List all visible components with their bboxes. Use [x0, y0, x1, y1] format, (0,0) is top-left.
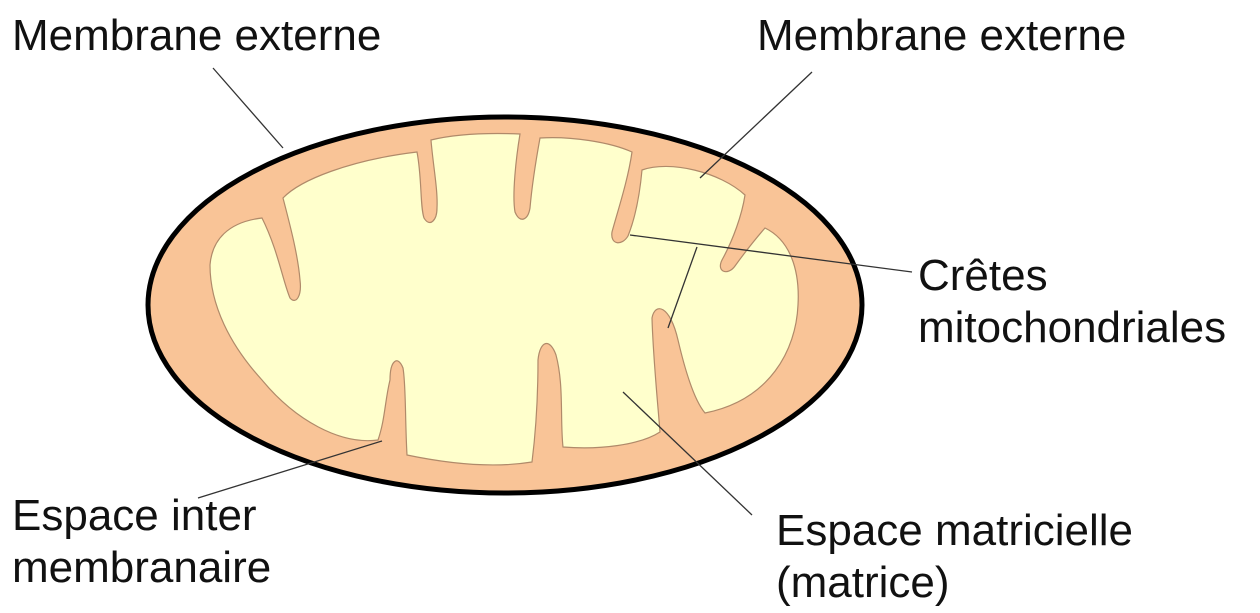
- leader-outer-left: [213, 68, 283, 148]
- leader-outer-right: [700, 72, 812, 178]
- label-intermembrane-space: Espace inter membranaire: [12, 490, 271, 594]
- label-outer-membrane-right: Membrane externe: [757, 10, 1126, 62]
- label-matrix-line2: (matrice): [776, 557, 1133, 609]
- label-cristae: Crêtes mitochondriales: [918, 250, 1226, 354]
- label-outer-membrane-left: Membrane externe: [12, 10, 381, 62]
- label-intermembrane-line2: membranaire: [12, 542, 271, 594]
- label-outer-membrane-left-text: Membrane externe: [12, 11, 381, 60]
- label-cristae-line2: mitochondriales: [918, 302, 1226, 354]
- label-cristae-line1: Crêtes: [918, 250, 1226, 302]
- label-intermembrane-line1: Espace inter: [12, 490, 271, 542]
- label-matrix-space: Espace matricielle (matrice): [776, 505, 1133, 609]
- label-outer-membrane-right-text: Membrane externe: [757, 11, 1126, 60]
- label-matrix-line1: Espace matricielle: [776, 505, 1133, 557]
